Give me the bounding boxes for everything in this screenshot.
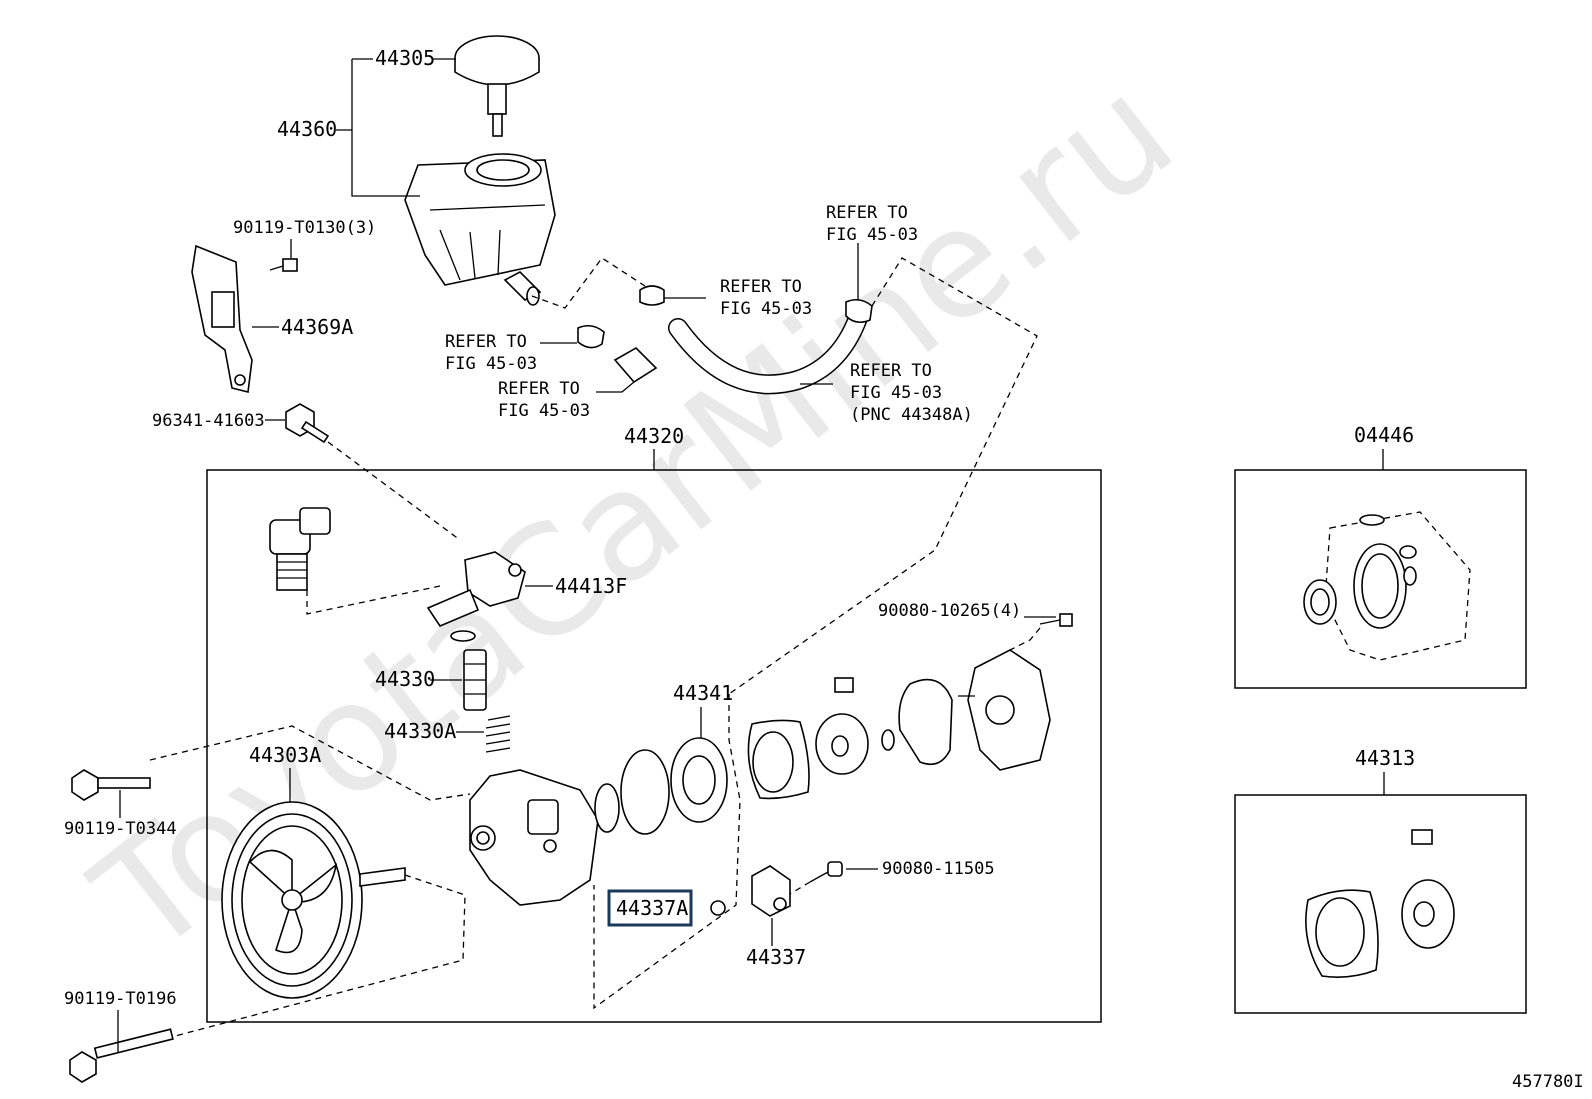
hose-clamp-1[interactable] bbox=[639, 285, 665, 306]
part-label-44413F[interactable]: 44413F bbox=[555, 574, 627, 598]
part-label-44337A[interactable]: 44337A bbox=[616, 896, 688, 920]
bolt-90119-T0130[interactable] bbox=[269, 258, 298, 272]
oring-small[interactable] bbox=[594, 783, 620, 833]
bolt-90119-T0196[interactable] bbox=[69, 1028, 174, 1083]
reservoir-tank[interactable] bbox=[404, 153, 556, 306]
part-label-44341[interactable]: 44341 bbox=[673, 681, 733, 705]
part-label-44320[interactable]: 44320 bbox=[624, 424, 684, 448]
part-label-44369A[interactable]: 44369A bbox=[281, 315, 353, 339]
hose-clamp-3[interactable] bbox=[845, 298, 873, 324]
snap-ring[interactable] bbox=[881, 729, 895, 751]
svg-text:FIG 45-03: FIG 45-03 bbox=[498, 401, 590, 421]
valve-spring-44330A[interactable] bbox=[485, 715, 511, 753]
gasket-kit-04446[interactable] bbox=[1303, 511, 1471, 661]
part-label-44330A[interactable]: 44330A bbox=[384, 719, 456, 743]
pump-housing[interactable] bbox=[469, 769, 599, 906]
svg-text:FIG 45-03: FIG 45-03 bbox=[445, 354, 537, 374]
side-plate-44341[interactable] bbox=[670, 737, 728, 823]
part-label-44330[interactable]: 44330 bbox=[375, 667, 435, 691]
part-label-90119-T0344[interactable]: 90119-T0344 bbox=[64, 819, 177, 839]
bolt-96341-41603[interactable] bbox=[285, 403, 330, 444]
reservoir-cap-44305[interactable] bbox=[454, 35, 540, 137]
bolt-90080-10265[interactable] bbox=[1039, 613, 1073, 627]
flow-control-valve-44330[interactable] bbox=[463, 649, 487, 711]
refer-note-4: REFER TO FIG 45-03 bbox=[498, 379, 590, 421]
part-label-90119-T0130[interactable]: 90119-T0130(3) bbox=[233, 218, 376, 238]
svg-text:REFER TO: REFER TO bbox=[720, 277, 802, 297]
pressure-switch[interactable] bbox=[269, 507, 331, 591]
suction-port-44337[interactable] bbox=[751, 865, 791, 917]
figure-id: 457780I bbox=[1512, 1072, 1584, 1092]
highlight-frame bbox=[607, 889, 693, 927]
svg-text:REFER TO: REFER TO bbox=[498, 379, 580, 399]
part-label-44303A[interactable]: 44303A bbox=[249, 743, 321, 767]
svg-text:REFER TO: REFER TO bbox=[445, 332, 527, 352]
oring-large[interactable] bbox=[620, 749, 670, 835]
bracket-44369A[interactable] bbox=[191, 244, 253, 393]
oring-44337A[interactable] bbox=[710, 900, 726, 916]
hose-clamp-2[interactable] bbox=[577, 324, 605, 349]
part-label-44337[interactable]: 44337 bbox=[746, 945, 806, 969]
cam-ring[interactable] bbox=[747, 719, 810, 800]
pulley-44303A[interactable] bbox=[221, 801, 406, 999]
svg-text:REFER TO: REFER TO bbox=[850, 361, 932, 381]
vane[interactable] bbox=[834, 677, 854, 693]
part-label-90080-11505[interactable]: 90080-11505 bbox=[882, 859, 995, 879]
cam-rotor-kit-44313[interactable] bbox=[1305, 829, 1455, 978]
return-hose[interactable] bbox=[613, 347, 658, 384]
refer-note-5: REFER TO FIG 45-03 (PNC 44348A) bbox=[850, 361, 973, 425]
svg-text:FIG 45-03: FIG 45-03 bbox=[720, 299, 812, 319]
rotor[interactable] bbox=[815, 713, 869, 775]
kit-box-04446 bbox=[1234, 469, 1527, 689]
refer-note-2: REFER TO FIG 45-03 bbox=[720, 277, 812, 319]
union-fitting-44413F[interactable] bbox=[426, 551, 526, 627]
svg-text:(PNC 44348A): (PNC 44348A) bbox=[850, 405, 973, 425]
part-label-44305[interactable]: 44305 bbox=[375, 46, 435, 70]
part-label-44360[interactable]: 44360 bbox=[277, 117, 337, 141]
pump-cover[interactable] bbox=[958, 649, 1051, 771]
bolt-90080-11505[interactable] bbox=[809, 861, 843, 883]
bolt-90119-T0344[interactable] bbox=[71, 769, 151, 801]
kit-box-44313 bbox=[1234, 794, 1527, 1014]
pressure-hose[interactable] bbox=[668, 308, 868, 395]
svg-text:FIG 45-03: FIG 45-03 bbox=[826, 225, 918, 245]
svg-text:FIG 45-03: FIG 45-03 bbox=[850, 383, 942, 403]
part-label-96341-41603[interactable]: 96341-41603 bbox=[152, 411, 265, 431]
part-label-90119-T0196[interactable]: 90119-T0196 bbox=[64, 989, 177, 1009]
refer-note-1: REFER TO FIG 45-03 bbox=[826, 203, 918, 245]
oring-valve[interactable] bbox=[450, 630, 476, 642]
refer-note-3: REFER TO FIG 45-03 bbox=[445, 332, 537, 374]
part-label-04446[interactable]: 04446 bbox=[1354, 423, 1414, 447]
part-label-44313[interactable]: 44313 bbox=[1355, 746, 1415, 770]
part-label-90080-10265[interactable]: 90080-10265(4) bbox=[878, 601, 1021, 621]
cover-gasket[interactable] bbox=[898, 678, 953, 766]
svg-text:REFER TO: REFER TO bbox=[826, 203, 908, 223]
